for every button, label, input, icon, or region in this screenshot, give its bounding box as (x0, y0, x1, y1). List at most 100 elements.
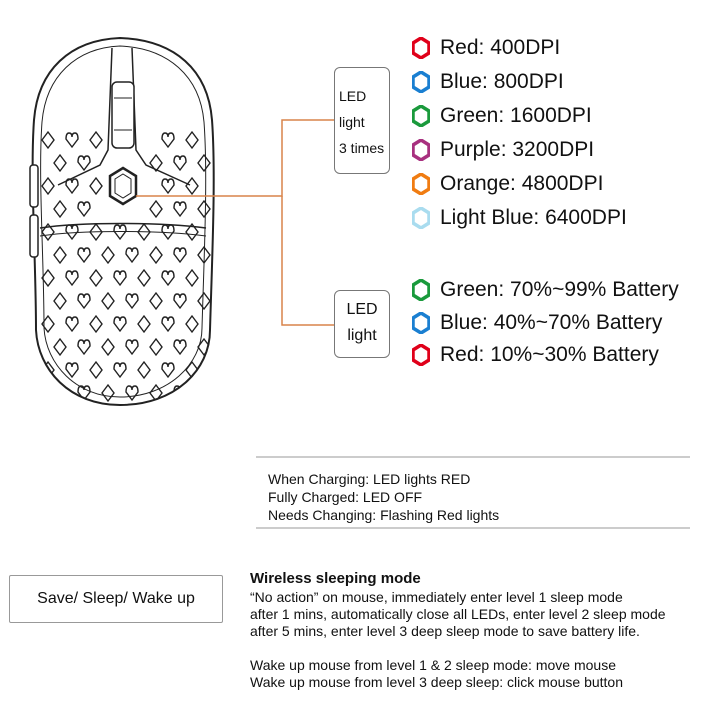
connector-line-battery (281, 196, 334, 326)
battery-legend-item: Red: 10%~30% Battery (412, 343, 659, 367)
charging-line: When Charging: LED lights RED (268, 471, 471, 487)
honeycomb-hole (125, 385, 139, 402)
honeycomb-hole (161, 270, 175, 287)
honeycomb-hole (53, 245, 67, 265)
charging-line: Needs Changing: Flashing Red lights (268, 507, 500, 523)
sleep-mode-line: Wake up mouse from level 1 & 2 sleep mod… (250, 657, 616, 673)
honeycomb-hole (65, 132, 79, 149)
honeycomb-hole (101, 337, 115, 357)
hexagon-icon (412, 279, 430, 301)
dpi-legend-item: Red: 400DPI (412, 36, 560, 60)
honeycomb-hole (197, 291, 211, 311)
mouse-body-inner (40, 45, 207, 398)
battery-legend-item: Green: 70%~99% Battery (412, 278, 679, 302)
honeycomb-hole (89, 314, 103, 334)
honeycomb-hole (149, 199, 163, 219)
led-box-dpi-line-2: light (339, 114, 365, 130)
honeycomb-hole (197, 153, 211, 173)
honeycomb-hole (53, 337, 67, 357)
hexagon-icon (412, 105, 430, 127)
honeycomb-hole (77, 293, 91, 310)
dpi-legend-label: Red: 400DPI (440, 36, 561, 59)
save-sleep-wake-label: Save/ Sleep/ Wake up (37, 590, 195, 607)
honeycomb-hole (161, 132, 175, 149)
side-button-forward (29, 164, 39, 208)
honeycomb-hole (161, 224, 175, 241)
honeycomb-hole (173, 247, 187, 264)
connector-line-dpi (136, 119, 334, 197)
honeycomb-hole (149, 245, 163, 265)
honeycomb-hole (185, 176, 199, 196)
honeycomb-hole (77, 201, 91, 218)
honeycomb-hole (53, 291, 67, 311)
honeycomb-hole (89, 222, 103, 242)
honeycomb-hole (65, 316, 79, 333)
honeycomb-hole (161, 316, 175, 333)
honeycomb-hole (65, 178, 79, 195)
dpi-button-icon (108, 166, 138, 206)
dpi-legend-label: Orange: 4800DPI (440, 172, 604, 195)
honeycomb-hole (53, 199, 67, 219)
honeycomb-hole (41, 314, 55, 334)
honeycomb-hole (77, 155, 91, 172)
honeycomb-hole (101, 245, 115, 265)
honeycomb-pattern (41, 130, 211, 403)
honeycomb-hole (77, 339, 91, 356)
honeycomb-hole (185, 222, 199, 242)
honeycomb-hole (173, 155, 187, 172)
battery-legend-item: Blue: 40%~70% Battery (412, 311, 662, 335)
sleep-mode-line: Wake up mouse from level 3 deep sleep: c… (250, 674, 624, 690)
honeycomb-hole (101, 291, 115, 311)
honeycomb-hole (173, 201, 187, 218)
led-box-dpi: LED light 3 times (334, 67, 390, 174)
dpi-legend-label: Green: 1600DPI (440, 104, 592, 127)
hexagon-icon (412, 71, 430, 93)
honeycomb-hole (125, 293, 139, 310)
sleep-mode-line: after 5 mins, enter level 3 deep sleep m… (250, 623, 640, 639)
save-sleep-wake-box (9, 575, 223, 623)
led-box-dpi-line-1: LED (339, 88, 367, 104)
palm-edge-2 (39, 231, 207, 237)
honeycomb-hole (113, 362, 127, 379)
honeycomb-hole (41, 176, 55, 196)
honeycomb-hole (65, 270, 79, 287)
battery-legend-label: Red: 10%~30% Battery (440, 343, 659, 366)
honeycomb-hole (89, 130, 103, 150)
dpi-legend-item: Orange: 4800DPI (412, 172, 603, 196)
dpi-legend-item: Green: 1600DPI (412, 104, 592, 128)
honeycomb-hole (137, 314, 151, 334)
honeycomb-hole (113, 316, 127, 333)
honeycomb-hole (125, 339, 139, 356)
dpi-legend-label: Light Blue: 6400DPI (440, 206, 627, 229)
hexagon-icon (412, 207, 430, 229)
left-button-edge (57, 47, 113, 186)
honeycomb-hole (197, 199, 211, 219)
honeycomb-hole (41, 130, 55, 150)
honeycomb-hole (113, 270, 127, 287)
led-box-battery-line-1: LED (346, 301, 378, 318)
honeycomb-hole (173, 339, 187, 356)
mouse-body (31, 36, 215, 407)
palm-edge (39, 222, 207, 229)
honeycomb-hole (137, 360, 151, 380)
honeycomb-hole (89, 360, 103, 380)
honeycomb-hole (149, 153, 163, 173)
honeycomb-hole (185, 130, 199, 150)
honeycomb-hole (185, 268, 199, 288)
honeycomb-hole (137, 222, 151, 242)
honeycomb-hole (89, 268, 103, 288)
honeycomb-hole (161, 178, 175, 195)
honeycomb-hole (197, 245, 211, 265)
honeycomb-hole (89, 176, 103, 196)
honeycomb-hole (113, 224, 127, 241)
honeycomb-hole (125, 247, 139, 264)
honeycomb-hole (41, 222, 55, 242)
battery-legend-label: Green: 70%~99% Battery (440, 278, 679, 301)
led-box-battery-line-2: light (347, 327, 377, 344)
honeycomb-hole (41, 268, 55, 288)
hexagon-icon (412, 312, 430, 334)
led-box-battery: LED light (334, 290, 390, 358)
hexagon-icon (412, 344, 430, 366)
honeycomb-hole (185, 314, 199, 334)
